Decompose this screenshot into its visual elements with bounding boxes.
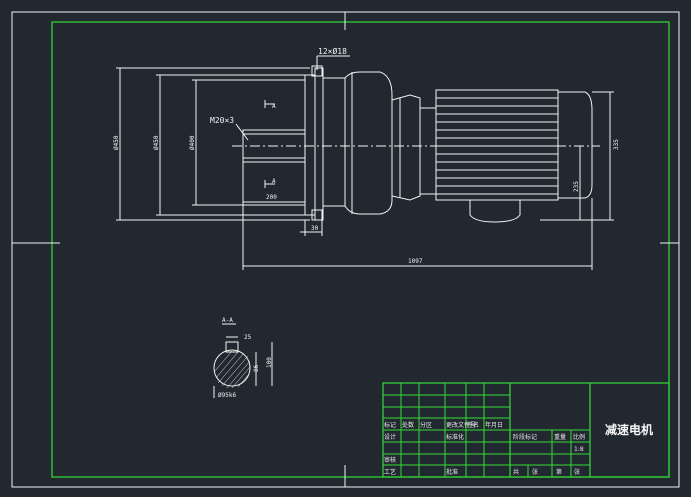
keyway bbox=[225, 341, 239, 353]
section-view: A-A 25 86 100 Ø95k6 bbox=[213, 317, 273, 399]
tb-sheet-no: 第 bbox=[556, 468, 562, 476]
dim-pcd: Ø450 bbox=[153, 135, 160, 150]
section-mark-bottom: A bbox=[272, 178, 276, 185]
tb-count: 处数 bbox=[402, 421, 414, 429]
tb-stage: 阶段标记 bbox=[513, 433, 537, 441]
gearbox-body bbox=[322, 71, 393, 215]
reducer-motor-view bbox=[232, 65, 600, 223]
tb-sheet2: 张 bbox=[574, 468, 580, 476]
shaft-section-circle bbox=[213, 349, 251, 387]
section-mark-top: A bbox=[272, 103, 276, 110]
adapter bbox=[391, 94, 421, 201]
tb-mark: 标记 bbox=[384, 421, 396, 429]
dim-key-depth: 86 bbox=[253, 364, 260, 372]
tb-weight: 重量 bbox=[554, 433, 566, 441]
tb-designer: 设计 bbox=[384, 433, 396, 441]
tb-sheet: 张 bbox=[532, 468, 538, 476]
dim-bolt-holes: 12×Ø18 bbox=[318, 46, 347, 56]
dim-overall-length: 1097 bbox=[408, 258, 423, 265]
tb-change-doc: 更改文件号 bbox=[446, 421, 476, 429]
fan-cover bbox=[557, 91, 593, 199]
inner-border bbox=[51, 21, 670, 478]
dim-section-height: 100 bbox=[266, 357, 273, 368]
tb-date: 年月日 bbox=[485, 421, 503, 429]
tb-scale: 1:8 bbox=[574, 446, 584, 453]
dim-spigot: Ø400 bbox=[189, 135, 196, 150]
dim-motor-height: 335 bbox=[613, 139, 620, 150]
dim-shaft-length: 200 bbox=[266, 194, 277, 201]
terminal-box bbox=[469, 199, 521, 223]
tb-sheet-total: 共 bbox=[513, 468, 519, 476]
dim-flange-thickness: 30 bbox=[311, 225, 319, 232]
tb-scale-label: 比例 bbox=[573, 433, 585, 441]
tb-review: 审核 bbox=[384, 456, 396, 464]
dim-key-width: 25 bbox=[244, 334, 252, 341]
drawing-title: 减速电机 bbox=[605, 422, 653, 437]
section-title: A-A bbox=[222, 317, 233, 324]
tb-approve: 批准 bbox=[446, 468, 458, 476]
tb-zone: 分区 bbox=[420, 421, 432, 429]
dimensions: Ø450 Ø450 Ø400 200 30 1097 12×Ø18 M20×3 … bbox=[113, 46, 620, 270]
dim-shaft-height: 235 bbox=[573, 181, 580, 192]
tb-process: 工艺 bbox=[384, 468, 396, 476]
dim-shaft-dia: Ø95k6 bbox=[218, 392, 236, 399]
tb-sign: 签名 bbox=[467, 421, 479, 429]
dim-shaft-thread: M20×3 bbox=[210, 116, 234, 125]
tb-standardization: 标准化 bbox=[446, 433, 464, 441]
flange bbox=[304, 74, 316, 216]
dim-flange-od: Ø450 bbox=[113, 135, 120, 150]
title-block: 标记 处数 分区 更改文件号 签名 年月日 设计 标准化 审核 工艺 批准 阶段… bbox=[382, 382, 670, 478]
